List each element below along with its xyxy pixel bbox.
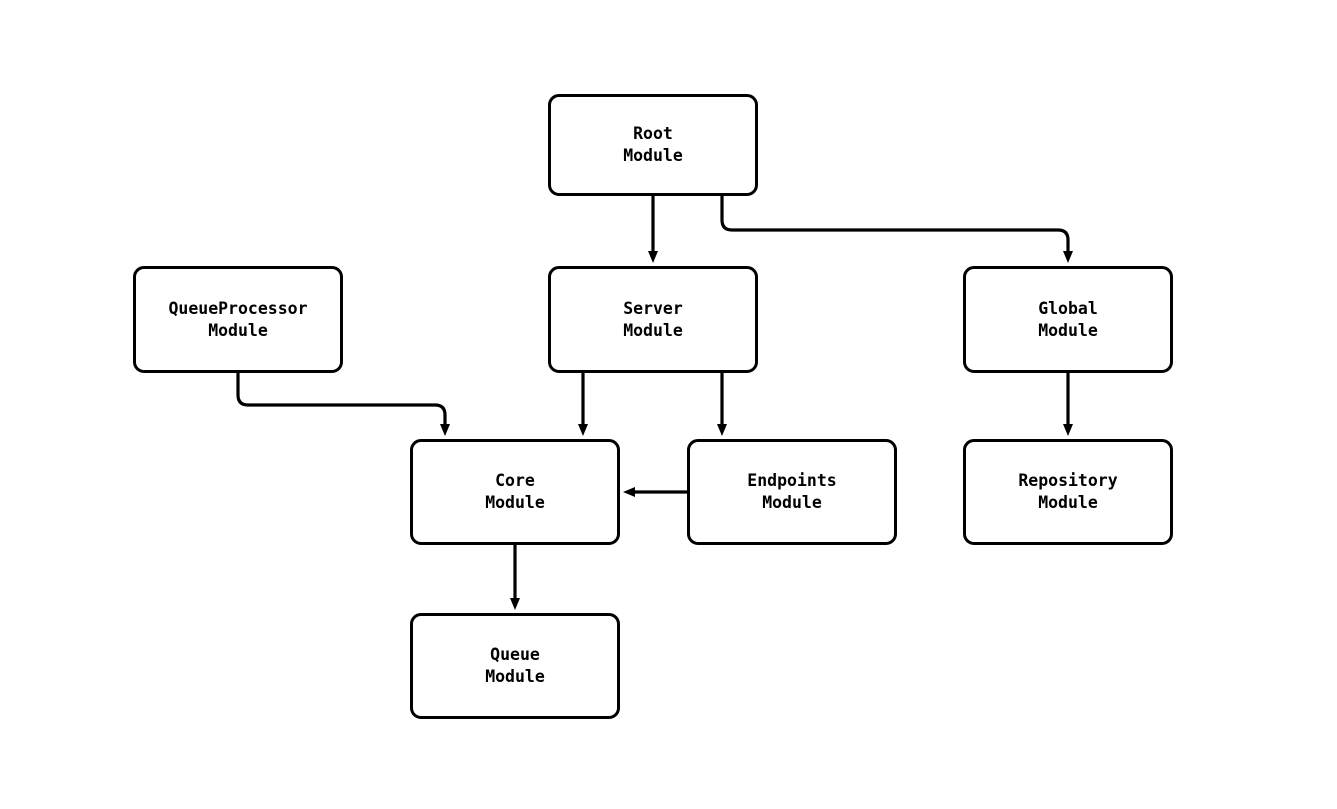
node-server-title: Server [623, 298, 683, 318]
node-endpoints-title: Endpoints [747, 471, 837, 490]
node-queue-subtitle: Module [485, 667, 545, 686]
node-core[interactable]: Core Module [410, 439, 620, 545]
node-global[interactable]: Global Module [963, 266, 1173, 373]
node-repository[interactable]: Repository Module [963, 439, 1173, 545]
node-endpoints[interactable]: Endpoints Module [687, 439, 897, 545]
node-queueprocessor-title: QueueProcessor [168, 298, 308, 318]
node-repository-subtitle: Module [1038, 493, 1098, 512]
node-core-title: Core [495, 471, 535, 490]
node-global-title: Global [1038, 298, 1098, 318]
node-global-subtitle: Module [1038, 320, 1098, 340]
node-repository-title: Repository [1018, 471, 1118, 490]
node-queueprocessor-subtitle: Module [208, 320, 268, 340]
node-endpoints-subtitle: Module [762, 493, 822, 512]
node-queueprocessor[interactable]: QueueProcessor Module [133, 266, 343, 373]
edge-root-to-global [720, 196, 1073, 263]
node-queue-title: Queue [490, 645, 540, 664]
node-core-subtitle: Module [485, 493, 545, 512]
node-root-subtitle: Module [623, 146, 683, 165]
node-queue[interactable]: Queue Module [410, 613, 620, 719]
edge-queueprocessor-to-core [236, 373, 450, 436]
node-root-title: Root [633, 124, 673, 143]
node-server[interactable]: Server Module [548, 266, 758, 373]
node-server-subtitle: Module [623, 320, 683, 340]
node-root[interactable]: Root Module [548, 94, 758, 196]
